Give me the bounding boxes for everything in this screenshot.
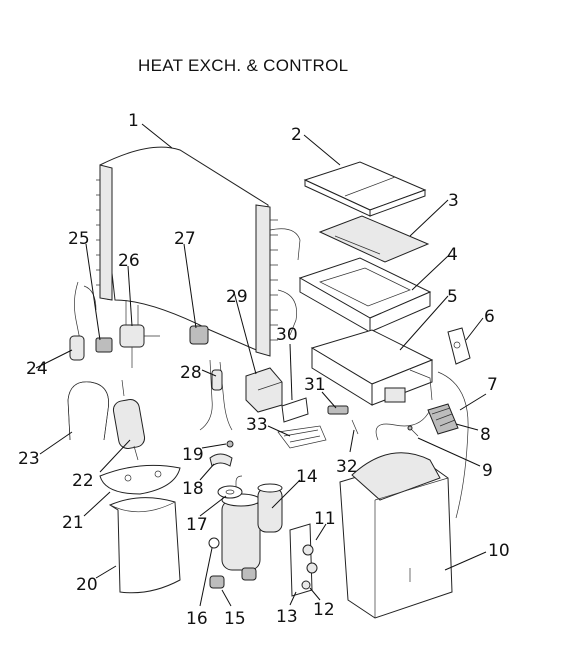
- label-part-3: 3: [448, 191, 459, 211]
- label-part-9: 9: [482, 461, 493, 481]
- label-part-10: 10: [488, 541, 510, 561]
- label-part-32: 32: [336, 457, 358, 477]
- label-part-8: 8: [480, 425, 491, 445]
- four-way-valve: [119, 300, 160, 368]
- label-part-5: 5: [447, 287, 458, 307]
- label-part-26: 26: [118, 251, 140, 271]
- label-part-7: 7: [487, 375, 498, 395]
- label-part-30: 30: [276, 325, 298, 345]
- label-part-11: 11: [314, 509, 336, 529]
- diagram-title: HEAT EXCH. & CONTROL: [138, 56, 348, 75]
- base-plate: [99, 464, 181, 495]
- front-cover-panel: [339, 452, 453, 619]
- valve-coil: [95, 337, 113, 353]
- terminal-block: [427, 403, 459, 435]
- label-part-22: 22: [72, 471, 94, 491]
- label-part-13: 13: [276, 607, 298, 627]
- label-part-24: 24: [26, 359, 48, 379]
- label-part-29: 29: [226, 287, 248, 307]
- copper-tube: [67, 381, 109, 441]
- part-number-labels: 1 2 3 4 5 6 7 8 9 10 11 12 13 14 15 16 1…: [18, 111, 510, 629]
- label-part-27: 27: [174, 229, 196, 249]
- control-board: [318, 215, 430, 263]
- label-part-16: 16: [186, 609, 208, 629]
- small-nut: [226, 440, 234, 448]
- label-part-14: 14: [296, 467, 318, 487]
- label-part-2: 2: [291, 125, 302, 145]
- label-part-1: 1: [128, 111, 139, 131]
- accumulator: [112, 379, 146, 461]
- clamp: [209, 453, 233, 467]
- label-part-31: 31: [304, 375, 326, 395]
- heat-exchanger-coil: [96, 146, 301, 357]
- expansion-valve: [69, 281, 97, 361]
- wiring-harness: [277, 425, 327, 449]
- control-box-frame: [298, 257, 432, 333]
- screw: [407, 425, 419, 437]
- label-part-6: 6: [484, 307, 495, 327]
- label-part-17: 17: [186, 515, 208, 535]
- reactor: [245, 367, 283, 413]
- label-part-28: 28: [180, 363, 202, 383]
- base-shroud: [108, 497, 181, 594]
- leader-lines: [35, 123, 487, 607]
- power-cable: [375, 371, 469, 519]
- side-bracket: [447, 327, 471, 365]
- connector: [327, 405, 349, 415]
- reactor-bracket: [281, 397, 309, 423]
- label-part-15: 15: [224, 609, 246, 629]
- label-part-20: 20: [76, 575, 98, 595]
- gasket: [217, 485, 243, 499]
- label-part-21: 21: [62, 513, 84, 533]
- label-part-4: 4: [447, 245, 458, 265]
- label-part-18: 18: [182, 479, 204, 499]
- capillary-piping: [199, 359, 233, 431]
- label-part-12: 12: [313, 600, 335, 620]
- label-part-19: 19: [182, 445, 204, 465]
- electrical-box-tray: [310, 329, 434, 406]
- compressor-feet: [208, 537, 257, 589]
- solenoid-coil: [189, 325, 209, 345]
- valve-mounting-bracket: [289, 523, 318, 597]
- label-part-25: 25: [68, 229, 90, 249]
- small-connector: [351, 419, 359, 435]
- label-part-33: 33: [246, 415, 268, 435]
- top-cover: [303, 161, 427, 217]
- label-part-23: 23: [18, 449, 40, 469]
